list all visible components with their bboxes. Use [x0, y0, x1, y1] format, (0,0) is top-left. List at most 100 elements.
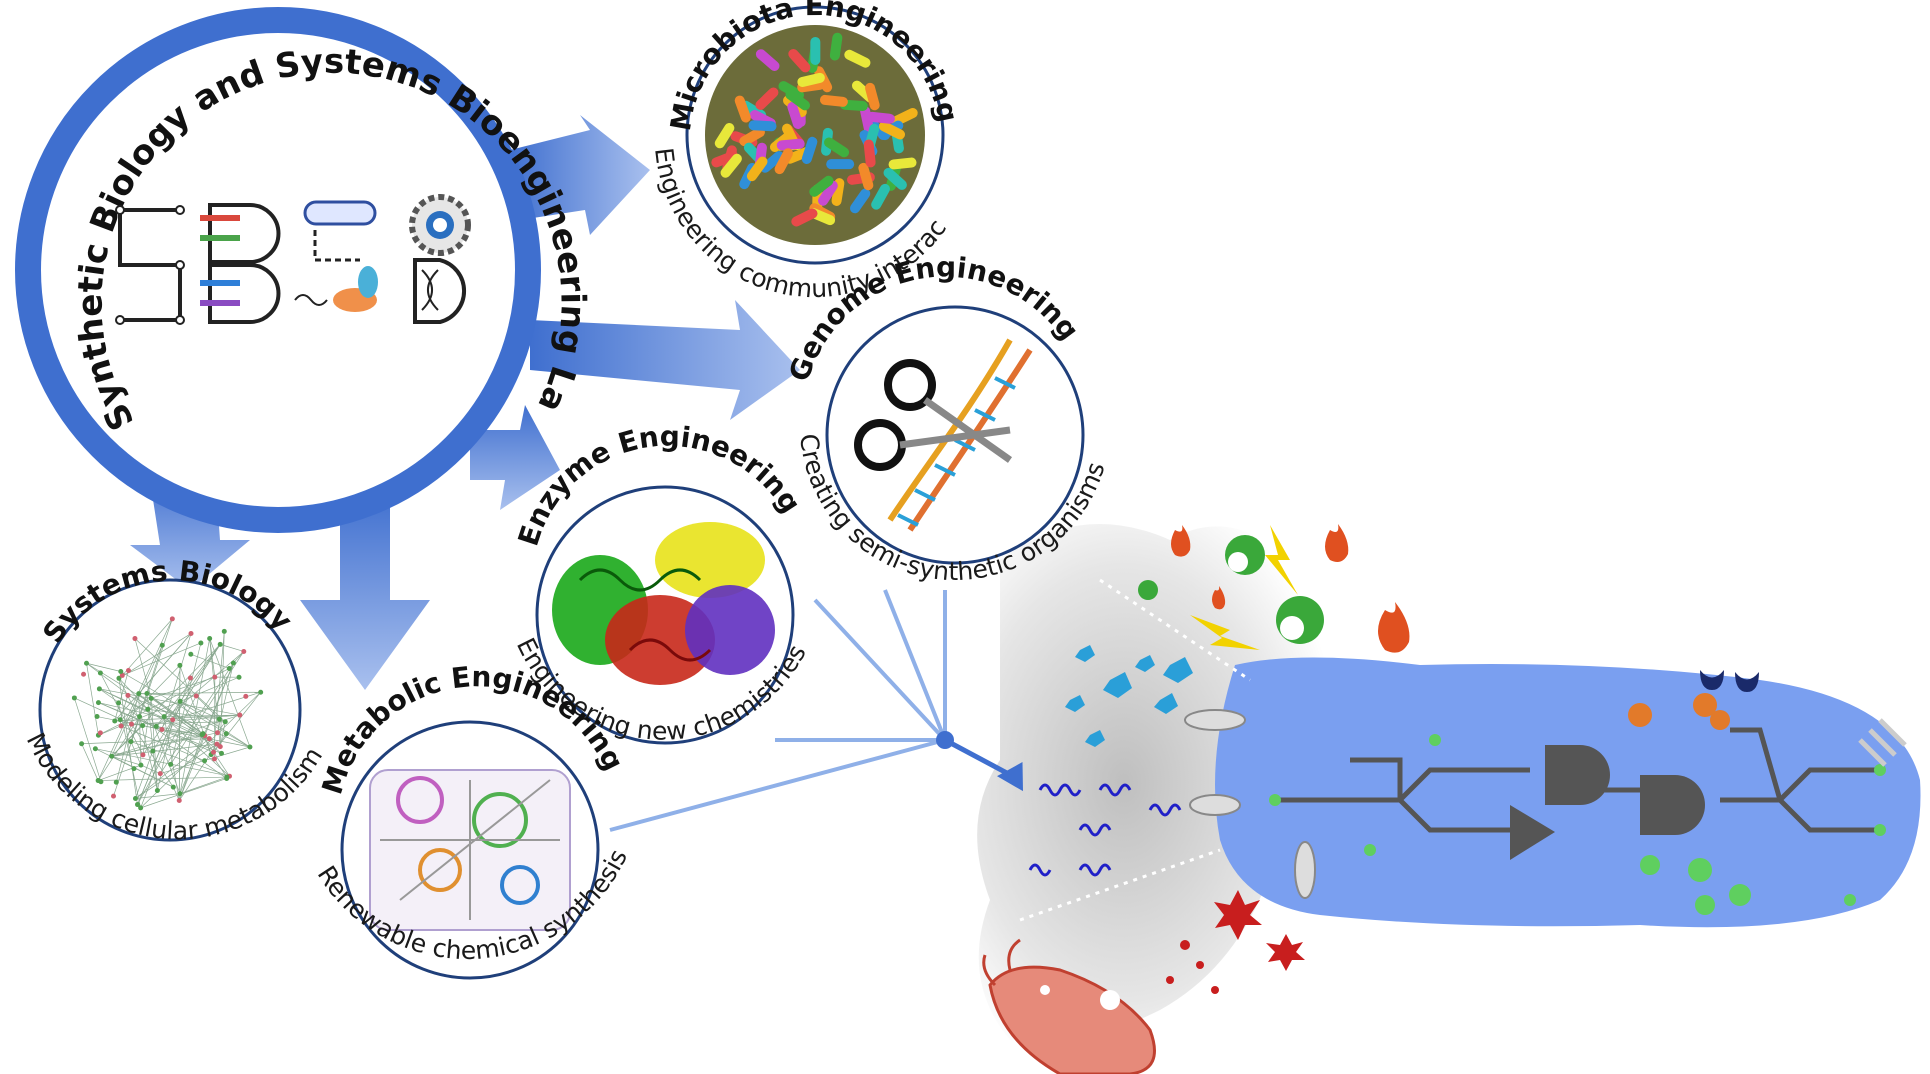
network-node — [92, 746, 98, 752]
network-node — [129, 721, 135, 727]
network-node — [161, 714, 167, 720]
network-edge — [135, 738, 210, 799]
network-edge — [179, 662, 234, 794]
network-edge — [111, 755, 174, 788]
network-edge — [122, 618, 173, 676]
network-edge — [114, 714, 240, 722]
network-node — [157, 771, 163, 777]
sbsb-logo-icon — [115, 194, 471, 325]
bacterium-rod — [819, 94, 848, 107]
network-node — [223, 731, 229, 737]
network-node — [118, 723, 124, 729]
network-node — [221, 628, 227, 634]
and-gate-1 — [1545, 745, 1610, 805]
network-node — [134, 802, 140, 808]
bacterium-rod — [865, 82, 880, 111]
network-node — [188, 651, 194, 657]
arrow-to-enzyme — [470, 405, 560, 510]
network-edge — [195, 695, 220, 720]
bacterium-rod — [760, 151, 784, 173]
network-node — [230, 660, 236, 666]
network-node — [95, 700, 101, 706]
receptor-icon — [1184, 709, 1316, 899]
network-edge — [118, 633, 192, 679]
network-node — [154, 787, 160, 793]
network-edge — [81, 743, 99, 781]
network-node — [132, 636, 138, 642]
network-node — [224, 774, 230, 780]
network-node — [159, 727, 165, 733]
bacterium-rod — [866, 111, 895, 124]
environment-cloud — [977, 524, 1344, 1042]
network-edge — [137, 695, 197, 805]
network-edge — [113, 618, 173, 797]
network-edge — [140, 764, 161, 774]
bacterium-rod — [739, 127, 765, 147]
network-node — [140, 723, 146, 729]
network-node — [177, 791, 183, 797]
network-edge — [135, 750, 154, 799]
network-edge — [138, 693, 230, 777]
network-edge — [156, 651, 245, 727]
network-node — [145, 706, 151, 712]
network-node — [148, 695, 154, 701]
bacterium-rod — [818, 180, 838, 206]
network-node — [111, 793, 117, 799]
network-edge — [138, 691, 261, 694]
network-node — [169, 616, 175, 622]
network-edge — [214, 758, 228, 778]
network-node — [211, 756, 217, 762]
network-node — [176, 798, 182, 804]
network-node — [131, 766, 137, 772]
network-edge — [96, 716, 251, 748]
network-node — [258, 689, 264, 695]
bacterium-rod — [883, 167, 907, 190]
network-node — [119, 672, 125, 678]
bacterium-rod — [755, 87, 779, 110]
arrow-to-microbiota — [510, 115, 650, 235]
not-gate — [1510, 805, 1555, 860]
protein-structure-icon — [552, 522, 775, 685]
network-node — [138, 762, 144, 768]
network-node — [153, 723, 159, 729]
network-edge — [161, 633, 192, 730]
network-node — [218, 750, 224, 756]
network-edge — [146, 693, 222, 754]
scissors-dna-icon — [854, 338, 1033, 532]
topic-genome: Genome Engineering Creating semi-synthet… — [782, 251, 1110, 586]
network-node — [168, 761, 174, 767]
network-edge — [134, 638, 152, 699]
bacterium-rod — [776, 138, 805, 151]
metabolic-map-icon — [369, 769, 571, 931]
network-node — [212, 674, 218, 680]
network-node — [170, 717, 176, 723]
network-edge — [95, 748, 230, 777]
network-edge — [155, 644, 221, 727]
bacterium-rod — [829, 32, 843, 61]
network-node — [84, 660, 90, 666]
network-node — [159, 642, 165, 648]
network-edge — [140, 778, 227, 809]
network-edge — [111, 645, 163, 757]
network-edge — [156, 726, 205, 736]
network-node — [207, 635, 213, 641]
bacterium-rod — [888, 157, 917, 170]
network-edge — [213, 733, 227, 753]
network-node — [116, 700, 122, 706]
bacterium-rod — [797, 72, 825, 87]
bacterium-rod — [774, 148, 794, 175]
network-edge — [111, 644, 221, 757]
network-node — [177, 662, 183, 668]
network-node — [217, 641, 223, 647]
network-node — [226, 665, 232, 671]
network-edge — [100, 672, 144, 755]
network-node — [136, 691, 142, 697]
network-node — [125, 667, 131, 673]
network-node — [237, 712, 243, 718]
bacterium-rod — [791, 208, 818, 227]
bacterium-rod — [785, 89, 810, 111]
network-edge — [140, 677, 191, 808]
network-edge — [131, 723, 174, 788]
